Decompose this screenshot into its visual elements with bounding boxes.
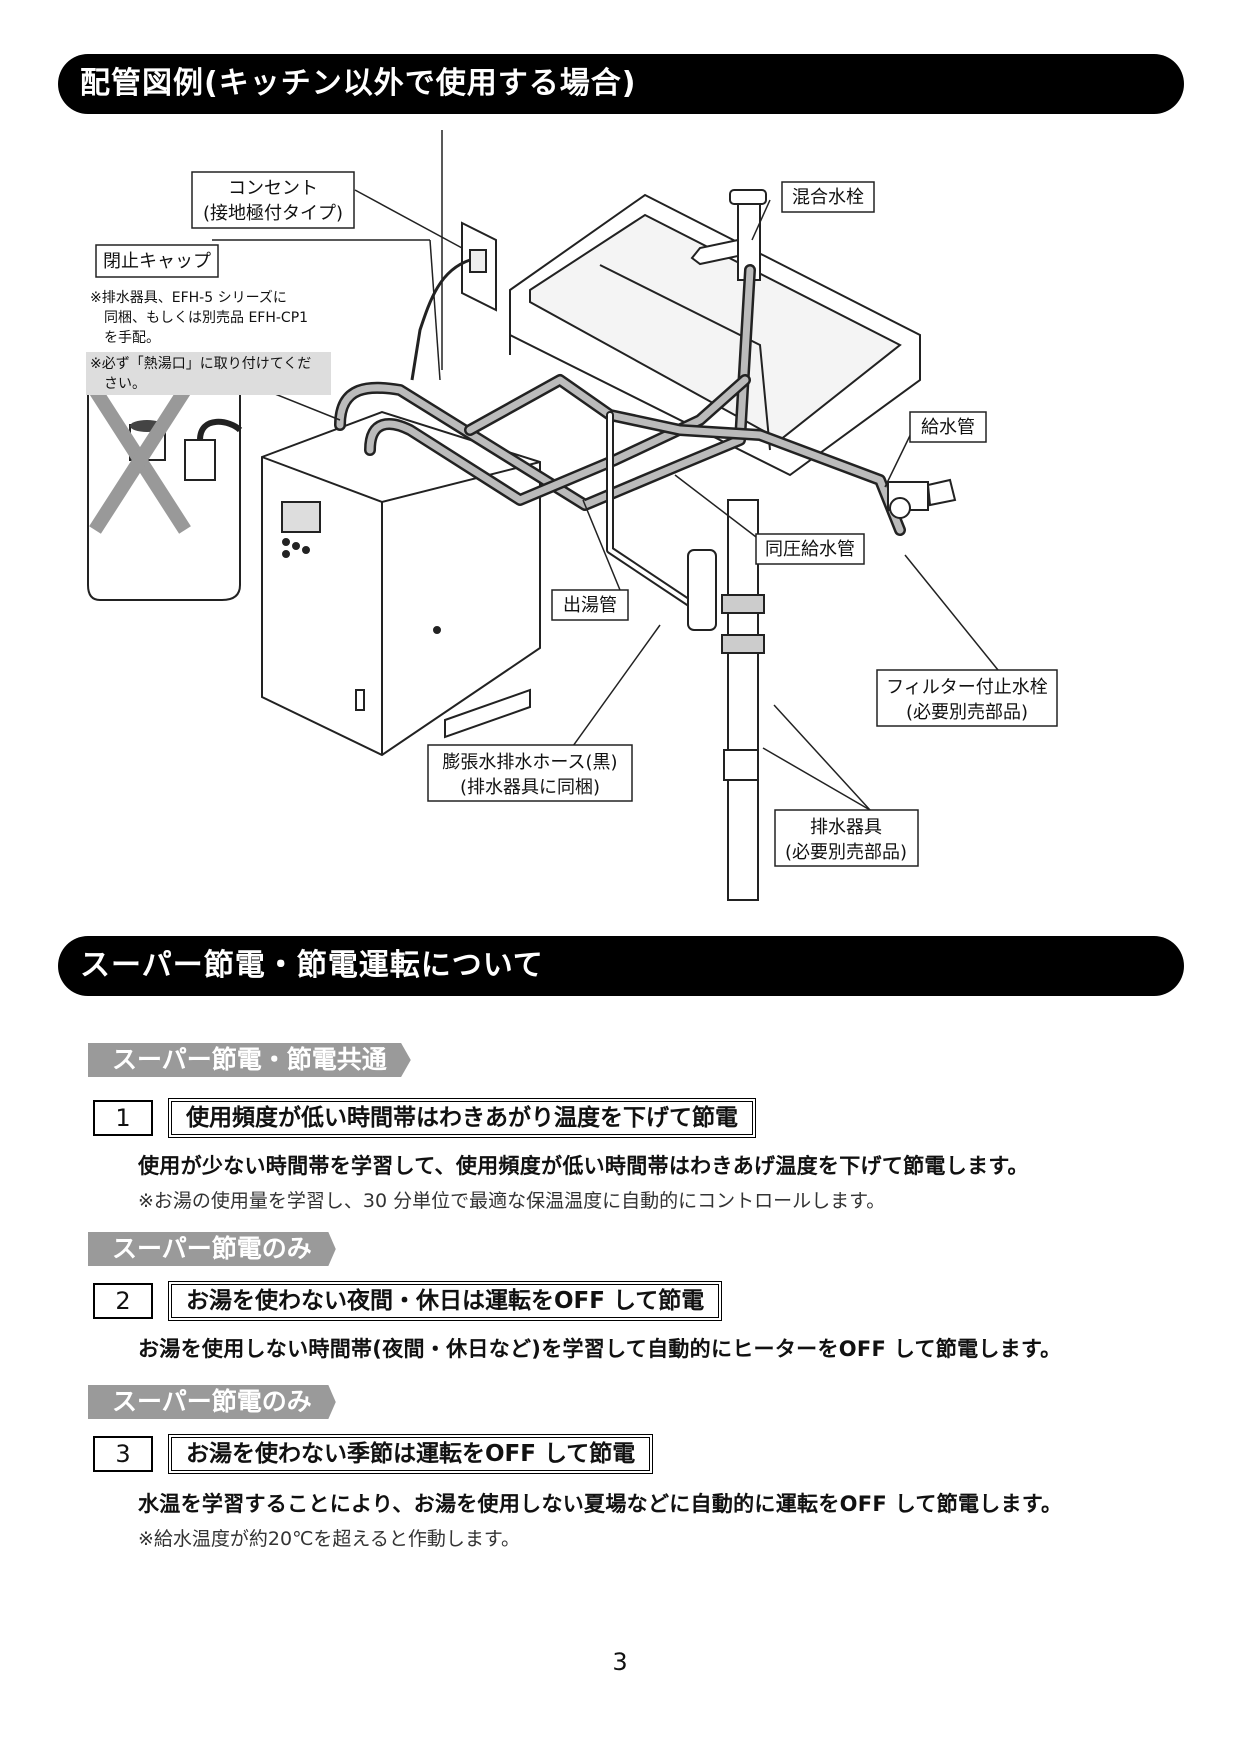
label-expansion-drain-hose: 膨張水排水ホース(黒) (排水器具に同梱) xyxy=(427,744,633,802)
item-3-number: 3 xyxy=(93,1436,153,1472)
label-faucet: 混合水栓 xyxy=(781,181,875,213)
sink-illustration xyxy=(509,193,921,477)
outlet-illustration xyxy=(410,221,497,381)
item-3-note: ※給水温度が約20℃を超えると作動します。 xyxy=(138,1528,520,1550)
svg-text:フィルター付止水栓: フィルター付止水栓 xyxy=(886,677,1048,698)
drain-pipe-illustration xyxy=(687,499,765,901)
svg-text:(排水器具に同梱): (排水器具に同梱) xyxy=(460,777,600,798)
item-2-title: お湯を使わない夜間・休日は運転をOFF して節電 xyxy=(168,1281,723,1321)
water-heater-unit xyxy=(261,410,541,757)
item-2-description: お湯を使用しない時間帯(夜間・休日など)を学習して自動的にヒーターをOFF して… xyxy=(138,1337,1062,1361)
section-heading-piping: 配管図例(キッチン以外で使用する場合) xyxy=(58,54,1184,114)
item-1-title: 使用頻度が低い時間帯はわきあがり温度を下げて節電 xyxy=(168,1098,756,1138)
svg-text:膨張水排水ホース(黒): 膨張水排水ホース(黒) xyxy=(442,752,617,773)
svg-text:閉止キャップ: 閉止キャップ xyxy=(103,251,211,272)
item-1-number: 1 xyxy=(93,1100,153,1136)
item-1-tag: スーパー節電・節電共通 xyxy=(88,1043,411,1077)
page-number: 3 xyxy=(612,1648,628,1676)
label-cap: 閉止キャップ ※排水器具、EFH-5 シリーズに 同梱、もしくは別売品 EFH-… xyxy=(86,244,331,395)
label-hot-water-pipe: 出湯管 xyxy=(551,589,629,621)
svg-text:出湯管: 出湯管 xyxy=(563,595,617,616)
item-2-tag: スーパー節電のみ xyxy=(88,1232,336,1266)
svg-text:(必要別売部品): (必要別売部品) xyxy=(785,842,907,863)
svg-text:給水管: 給水管 xyxy=(921,417,975,438)
item-3-title: お湯を使わない季節は運転をOFF して節電 xyxy=(168,1434,654,1474)
label-filter-stop-valve: フィルター付止水栓 (必要別売部品) xyxy=(876,669,1058,727)
item-2-number: 2 xyxy=(93,1283,153,1319)
svg-text:を手配。: を手配。 xyxy=(104,330,160,346)
svg-text:(接地極付タイプ): (接地極付タイプ) xyxy=(203,203,343,224)
label-drain-fitting: 排水器具 (必要別売部品) xyxy=(774,809,919,867)
label-water-supply-pipe: 給水管 xyxy=(909,411,987,443)
svg-text:(必要別売部品): (必要別売部品) xyxy=(906,702,1028,723)
piping-diagram: コンセント (接地極付タイプ) 閉止キャップ ※排水器具、EFH-5 シリーズに… xyxy=(86,130,1058,901)
svg-text:同圧給水管: 同圧給水管 xyxy=(765,539,855,560)
item-1-note: ※お湯の使用量を学習し、30 分単位で最適な保温温度に自動的にコントロールします… xyxy=(138,1190,886,1212)
item-3-tag: スーパー節電のみ xyxy=(88,1385,336,1419)
svg-text:排水器具: 排水器具 xyxy=(810,817,882,838)
svg-text:混合水栓: 混合水栓 xyxy=(792,187,864,208)
label-equal-pressure-pipe: 同圧給水管 xyxy=(755,533,865,565)
svg-text:※必ず「熱湯口」に取り付けてくだ: ※必ず「熱湯口」に取り付けてくだ xyxy=(90,355,311,372)
pipes xyxy=(334,264,906,614)
item-1-description: 使用が少ない時間帯を学習して、使用頻度が低い時間帯はわきあげ温度を下げて節電しま… xyxy=(138,1154,1029,1178)
svg-text:※排水器具、EFH-5 シリーズに: ※排水器具、EFH-5 シリーズに xyxy=(90,290,287,306)
mixing-faucet-illustration xyxy=(690,189,767,281)
label-outlet: コンセント (接地極付タイプ) xyxy=(191,171,355,229)
section-heading-power-saving: スーパー節電・節電運転について xyxy=(58,936,1184,996)
svg-text:同梱、もしくは別売品 EFH-CP1: 同梱、もしくは別売品 EFH-CP1 xyxy=(104,310,308,326)
svg-text:コンセント: コンセント xyxy=(228,178,318,199)
svg-text:さい。: さい。 xyxy=(104,376,146,392)
item-3-description: 水温を学習することにより、お湯を使用しない夏場などに自動的に運転をOFF して節… xyxy=(138,1492,1063,1516)
filter-stop-valve-illustration xyxy=(887,478,957,519)
